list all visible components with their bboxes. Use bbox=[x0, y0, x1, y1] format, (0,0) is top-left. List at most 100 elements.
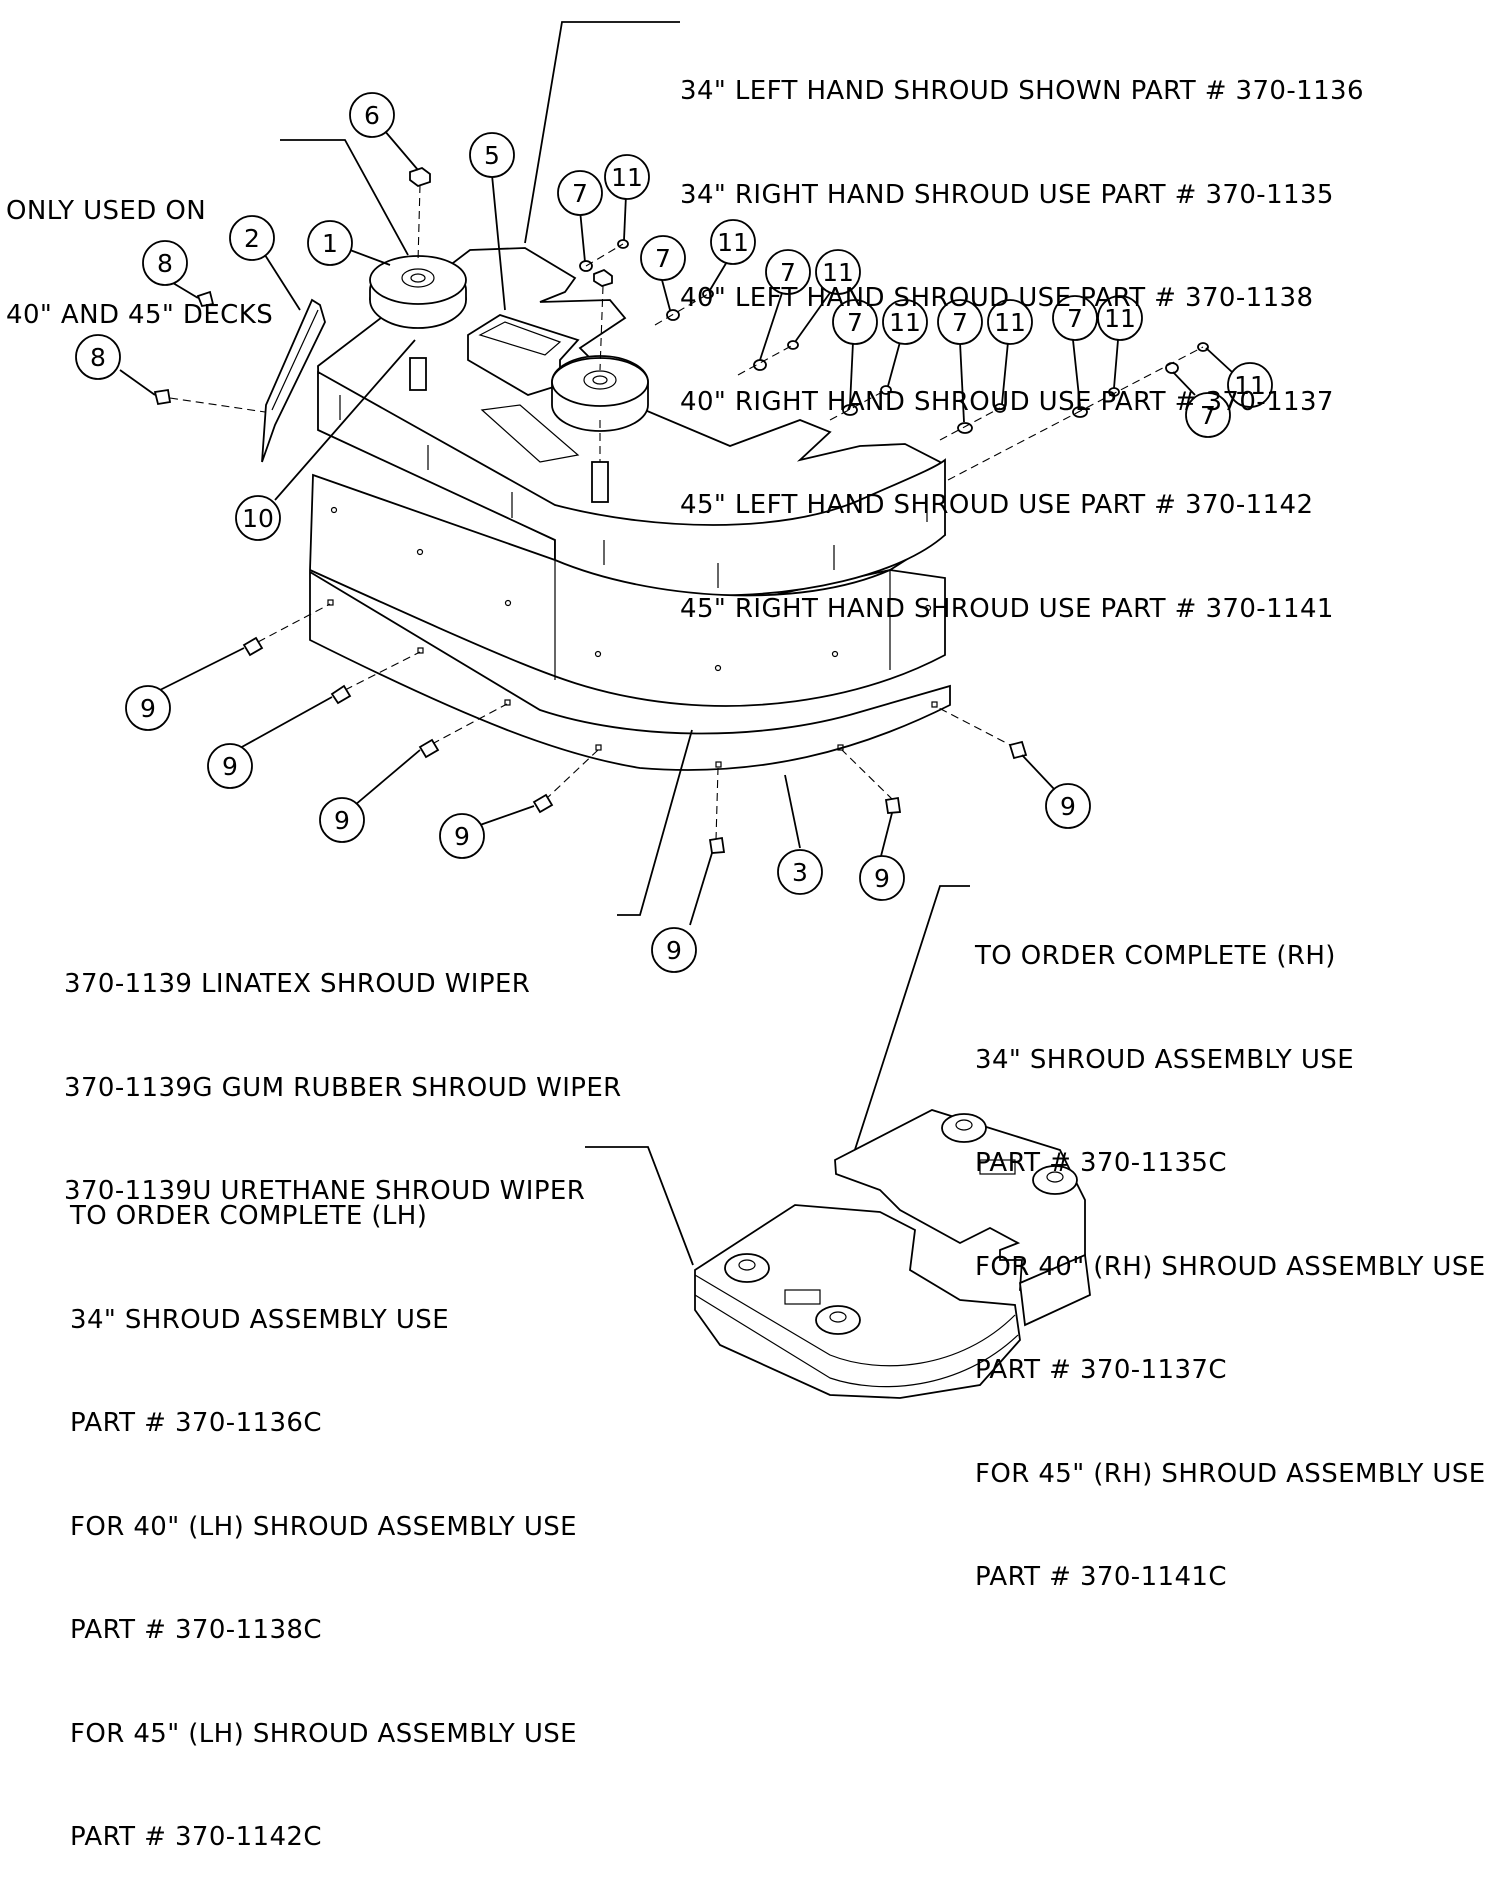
callout-number: 9 bbox=[334, 806, 350, 835]
callout-number: 9 bbox=[140, 694, 156, 723]
note-line: ONLY USED ON bbox=[6, 196, 207, 226]
callout-number: 8 bbox=[157, 249, 173, 278]
callout-number: 11 bbox=[1234, 371, 1266, 400]
callout-bubble bbox=[987, 299, 1033, 345]
note-line: 40" AND 45" DECKS bbox=[6, 299, 274, 330]
note-line: 34" SHROUD ASSEMBLY USE bbox=[975, 1044, 1355, 1075]
callout-bubble bbox=[651, 927, 697, 973]
rh-assembly-note: TO ORDER COMPLETE (RH) 34" SHROUD ASSEMB… bbox=[975, 870, 1486, 1629]
callout-bubble bbox=[640, 235, 686, 281]
callout-bubble bbox=[235, 495, 281, 541]
callout-number: 11 bbox=[717, 228, 749, 257]
callout-number: 9 bbox=[454, 822, 470, 851]
lh-shroud-assembly bbox=[694, 1204, 1021, 1399]
callout-bubble bbox=[557, 170, 603, 216]
callout-number: 7 bbox=[1067, 304, 1083, 333]
note-line: 45" RIGHT HAND SHROUD USE PART # 370-114… bbox=[680, 593, 1334, 624]
callout-bubble bbox=[815, 249, 861, 295]
callout-number: 5 bbox=[484, 141, 500, 170]
callout-number: 8 bbox=[90, 343, 106, 372]
callout-bubble bbox=[937, 299, 983, 345]
rh-shroud-assembly bbox=[834, 1109, 1091, 1327]
callout-bubble bbox=[832, 299, 878, 345]
lh-assembly-note: TO ORDER COMPLETE (LH) 34" SHROUD ASSEMB… bbox=[70, 1130, 577, 1889]
note-line: 370-1139U URETHANE SHROUD WIPER bbox=[64, 1176, 586, 1206]
note-line: FOR 40" (RH) SHROUD ASSEMBLY USE bbox=[975, 1251, 1486, 1282]
callout-bubble bbox=[882, 299, 928, 345]
note-line: PART # 370-1135C bbox=[975, 1148, 1227, 1178]
callout-number: 7 bbox=[952, 308, 968, 337]
note-line: 370-1139G GUM RUBBER SHROUD WIPER bbox=[64, 1072, 622, 1103]
bracket-2 bbox=[261, 298, 326, 463]
callout-bubble bbox=[1185, 392, 1231, 438]
note-line: 34" SHROUD ASSEMBLY USE bbox=[70, 1304, 450, 1335]
callout-number: 9 bbox=[666, 936, 682, 965]
callout-number: 9 bbox=[1060, 792, 1076, 821]
callout-number: 11 bbox=[611, 163, 643, 192]
bolt-8-lower bbox=[153, 388, 172, 406]
callout-bubble bbox=[125, 685, 171, 731]
callout-number: 11 bbox=[889, 308, 921, 337]
screws-9 bbox=[242, 636, 1028, 854]
note-line: 370-1139 LINATEX SHROUD WIPER bbox=[64, 969, 531, 999]
note-line: 40" RIGHT HAND SHROUD USE PART # 370-113… bbox=[680, 386, 1334, 417]
callout-bubble bbox=[859, 855, 905, 901]
callout-number: 7 bbox=[847, 308, 863, 337]
callout-bubble bbox=[777, 849, 823, 895]
callout-bubble bbox=[1227, 362, 1273, 408]
note-line: 34" LEFT HAND SHROUD SHOWN PART # 370-11… bbox=[680, 76, 1364, 106]
wheel-lower bbox=[551, 355, 649, 432]
leader-lines bbox=[119, 21, 1233, 1266]
note-line: FOR 45" (LH) SHROUD ASSEMBLY USE bbox=[70, 1718, 577, 1749]
nut-upper bbox=[593, 268, 613, 287]
callout-number: 3 bbox=[792, 858, 808, 887]
callout-number: 7 bbox=[780, 258, 796, 287]
callout-number: 7 bbox=[572, 179, 588, 208]
callout-number: 9 bbox=[222, 752, 238, 781]
callout-bubble bbox=[710, 219, 756, 265]
note-line: PART # 370-1142C bbox=[70, 1822, 322, 1852]
note-line: 40" LEFT HAND SHROUD USE PART # 370-1138 bbox=[680, 283, 1314, 313]
nut-6 bbox=[409, 166, 431, 188]
assembly-dash-lines bbox=[169, 184, 1204, 841]
callout-bubble bbox=[319, 797, 365, 843]
note-line: FOR 40" (LH) SHROUD ASSEMBLY USE bbox=[70, 1511, 577, 1542]
callout-bubble bbox=[1052, 295, 1098, 341]
callout-number: 7 bbox=[655, 244, 671, 273]
callout-number: 10 bbox=[242, 504, 274, 533]
note-line: PART # 370-1137C bbox=[975, 1355, 1227, 1385]
callout-number: 6 bbox=[364, 101, 380, 130]
wiper-panel-3 bbox=[309, 473, 946, 707]
callout-bubble bbox=[439, 813, 485, 859]
callout-bubble bbox=[765, 249, 811, 295]
callout-number: 11 bbox=[822, 258, 854, 287]
note-line: 45" LEFT HAND SHROUD USE PART # 370-1142 bbox=[680, 490, 1314, 520]
only-used-on-note: ONLY USED ON 40" AND 45" DECKS bbox=[6, 125, 273, 367]
note-line: TO ORDER COMPLETE (LH) bbox=[70, 1201, 428, 1231]
callout-bubble bbox=[349, 92, 395, 138]
note-line: PART # 370-1136C bbox=[70, 1408, 322, 1438]
note-line: FOR 45" (RH) SHROUD ASSEMBLY USE bbox=[975, 1458, 1486, 1489]
callout-bubble bbox=[1097, 295, 1143, 341]
callout-number: 7 bbox=[1200, 401, 1216, 430]
callout-bubble bbox=[1045, 783, 1091, 829]
bolt-8-upper bbox=[196, 290, 215, 308]
callout-number: 2 bbox=[244, 224, 260, 253]
callout-bubble bbox=[207, 743, 253, 789]
callout-bubble bbox=[142, 240, 188, 286]
wiper-parts-note: 370-1139 LINATEX SHROUD WIPER 370-1139G … bbox=[64, 898, 622, 1243]
note-line: TO ORDER COMPLETE (RH) bbox=[975, 941, 1336, 971]
callout-number: 11 bbox=[994, 308, 1026, 337]
callout-bubble bbox=[229, 215, 275, 261]
wheel-1 bbox=[369, 255, 467, 329]
callout-number: 9 bbox=[874, 864, 890, 893]
callout-bubble bbox=[75, 334, 121, 380]
note-line: PART # 370-1141C bbox=[975, 1562, 1227, 1592]
callout-bubble bbox=[604, 154, 650, 200]
note-line: PART # 370-1138C bbox=[70, 1615, 322, 1645]
note-line: 34" RIGHT HAND SHROUD USE PART # 370-113… bbox=[680, 179, 1334, 210]
callout-number: 1 bbox=[322, 229, 338, 258]
callout-bubble bbox=[307, 220, 353, 266]
